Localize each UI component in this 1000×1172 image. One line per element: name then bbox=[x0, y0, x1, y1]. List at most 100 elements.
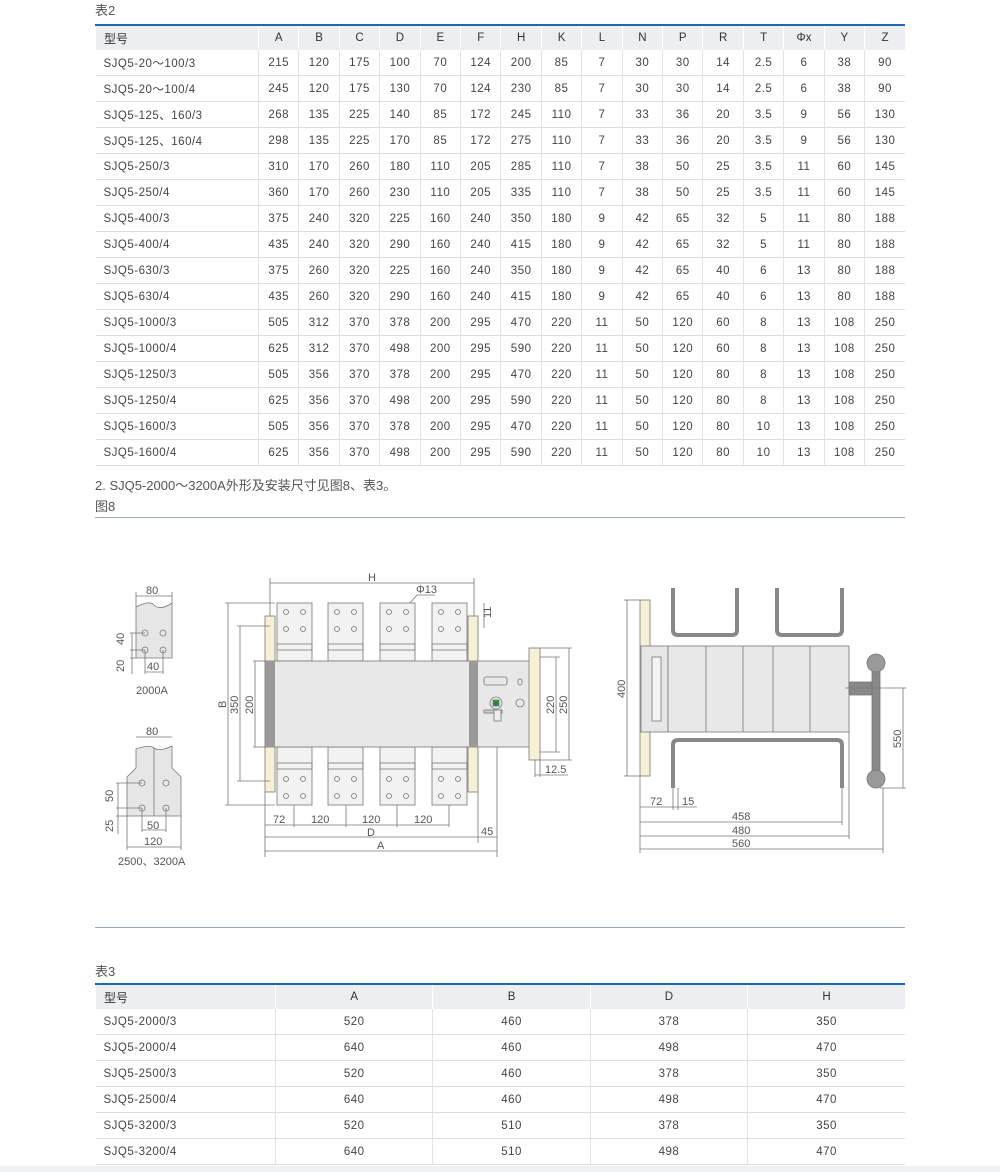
value-cell: 200 bbox=[500, 50, 542, 76]
value-cell: 520 bbox=[274, 1112, 433, 1139]
value-cell: 120 bbox=[662, 361, 703, 388]
value-cell: 200 bbox=[419, 309, 461, 336]
table2-caption: 表2 bbox=[95, 3, 116, 18]
value-cell: 38 bbox=[823, 75, 865, 102]
value-cell: 13 bbox=[783, 439, 825, 466]
mounting-hole bbox=[455, 609, 461, 615]
dim-label: 50 bbox=[147, 820, 159, 832]
value-cell: 13 bbox=[783, 413, 825, 440]
divider bbox=[95, 517, 905, 518]
value-cell: 25 bbox=[702, 153, 744, 180]
value-cell: 250 bbox=[864, 309, 905, 336]
value-cell: 38 bbox=[621, 153, 663, 180]
column-header: Z bbox=[864, 25, 905, 50]
terminal-busbar bbox=[431, 746, 468, 806]
value-cell: 250 bbox=[864, 439, 905, 466]
value-cell: 108 bbox=[823, 439, 865, 466]
model-cell: SJQ5-250/4 bbox=[95, 179, 259, 206]
dim-label: 120 bbox=[362, 814, 380, 826]
value-cell: 80 bbox=[702, 387, 744, 414]
value-cell: 130 bbox=[864, 101, 905, 128]
value-cell: 200 bbox=[419, 387, 461, 414]
value-cell: 250 bbox=[864, 387, 905, 414]
value-cell: 10 bbox=[742, 439, 784, 466]
mounting-hole bbox=[438, 793, 444, 799]
value-cell: 6 bbox=[783, 75, 825, 102]
value-cell: 5 bbox=[742, 231, 784, 258]
model-cell: SJQ5-400/4 bbox=[95, 231, 259, 258]
mounting-hole bbox=[300, 793, 306, 799]
value-cell: 70 bbox=[419, 50, 461, 76]
value-cell: 172 bbox=[460, 101, 501, 128]
value-cell: 70 bbox=[419, 75, 461, 102]
value-cell: 320 bbox=[338, 205, 380, 232]
value-cell: 30 bbox=[662, 50, 703, 76]
value-cell: 50 bbox=[621, 439, 663, 466]
value-cell: 85 bbox=[540, 50, 582, 76]
busbar-2000a bbox=[135, 602, 173, 659]
value-cell: 65 bbox=[662, 205, 703, 232]
value-cell: 350 bbox=[747, 1060, 905, 1087]
model-cell: SJQ5-250/3 bbox=[95, 153, 259, 180]
value-cell: 470 bbox=[747, 1034, 905, 1061]
value-cell: 80 bbox=[823, 231, 865, 258]
value-cell: 505 bbox=[257, 413, 299, 440]
value-cell: 220 bbox=[540, 387, 582, 414]
mounting-hole bbox=[455, 793, 461, 799]
model-cell: SJQ5-20～100/3 bbox=[95, 50, 259, 76]
dim-label: 220 bbox=[545, 696, 557, 714]
value-cell: 11 bbox=[783, 179, 825, 206]
model-cell: SJQ5-20～100/4 bbox=[95, 75, 259, 102]
value-cell: 14 bbox=[702, 50, 744, 76]
value-cell: 145 bbox=[864, 153, 905, 180]
value-cell: 625 bbox=[257, 335, 299, 362]
value-cell: 505 bbox=[257, 361, 299, 388]
model-cell: SJQ5-2500/4 bbox=[95, 1086, 276, 1113]
value-cell: 470 bbox=[500, 413, 542, 440]
terminal-busbar bbox=[276, 746, 313, 806]
value-cell: 9 bbox=[783, 101, 825, 128]
dim-label: 200 bbox=[244, 696, 256, 714]
value-cell: 30 bbox=[621, 75, 663, 102]
value-cell: 7 bbox=[581, 179, 623, 206]
value-cell: 120 bbox=[662, 387, 703, 414]
value-cell: 2.5 bbox=[742, 75, 784, 102]
column-header: 型号 bbox=[95, 984, 276, 1009]
value-cell: 13 bbox=[783, 387, 825, 414]
value-cell: 225 bbox=[379, 257, 421, 284]
value-cell: 11 bbox=[783, 205, 825, 232]
value-cell: 170 bbox=[298, 153, 340, 180]
value-cell: 120 bbox=[298, 75, 340, 102]
value-cell: 285 bbox=[500, 153, 542, 180]
mounting-hole bbox=[438, 609, 444, 615]
model-cell: SJQ5-1600/3 bbox=[95, 413, 259, 440]
column-header: H bbox=[747, 984, 905, 1009]
handle-rod bbox=[871, 669, 881, 776]
value-cell: 8 bbox=[742, 335, 784, 362]
value-cell: 80 bbox=[702, 361, 744, 388]
value-cell: 312 bbox=[298, 335, 340, 362]
value-cell: 260 bbox=[338, 153, 380, 180]
value-cell: 205 bbox=[460, 179, 501, 206]
mounting-hole bbox=[438, 626, 444, 632]
value-cell: 65 bbox=[662, 231, 703, 258]
value-cell: 60 bbox=[823, 153, 865, 180]
value-cell: 180 bbox=[540, 283, 582, 310]
value-cell: 42 bbox=[621, 257, 663, 284]
value-cell: 7 bbox=[581, 127, 623, 154]
mounting-hole bbox=[283, 776, 289, 782]
value-cell: 378 bbox=[589, 1009, 748, 1035]
mounting-hole bbox=[351, 626, 357, 632]
mounting-hole bbox=[334, 626, 340, 632]
value-cell: 7 bbox=[581, 50, 623, 76]
value-cell: 180 bbox=[540, 205, 582, 232]
value-cell: 110 bbox=[419, 153, 461, 180]
model-cell: SJQ5-1000/4 bbox=[95, 335, 259, 362]
value-cell: 590 bbox=[500, 439, 542, 466]
value-cell: 470 bbox=[747, 1138, 905, 1165]
value-cell: 11 bbox=[783, 231, 825, 258]
dim-label: 72 bbox=[273, 814, 285, 826]
